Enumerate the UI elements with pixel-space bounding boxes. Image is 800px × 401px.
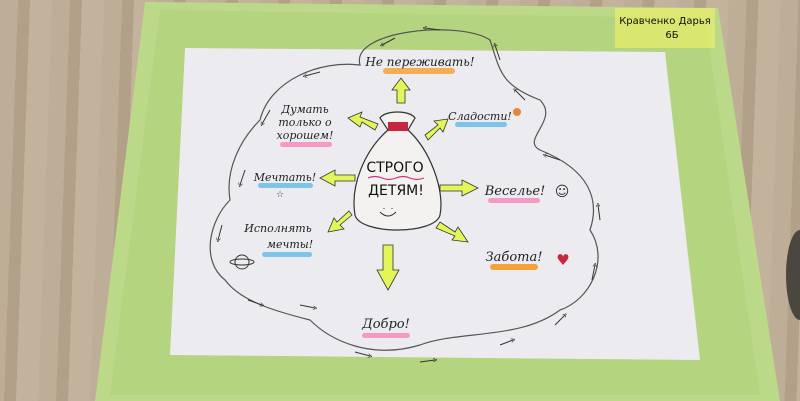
smiley-icon — [379, 208, 397, 217]
yellow-arrows — [319, 77, 479, 291]
svg-text:Сладости!: Сладости! — [448, 110, 512, 123]
author-class: 6Б — [665, 30, 678, 41]
item-vesele: Веселье! ☺ — [484, 184, 570, 203]
svg-text:мечты!: мечты! — [267, 238, 313, 251]
center-line2: ДЕТЯМ! — [368, 183, 424, 199]
svg-text:Забота!: Забота! — [486, 250, 543, 265]
item-sladosti: Сладости! — [448, 108, 521, 127]
svg-text:только о: только о — [278, 116, 332, 129]
smiley-face-icon: ☺ — [555, 184, 570, 200]
item-ispolnyat-mechty: Исполнять мечты! — [229, 222, 313, 270]
cloud-outline — [209, 29, 599, 351]
item-mechtat: Мечтать! ☆ — [253, 171, 316, 200]
item-ne-perezhivat: Не переживать! — [364, 55, 475, 74]
metal-object — [786, 230, 800, 320]
flow-arrows — [218, 28, 601, 363]
center-line1: СТРОГО — [366, 160, 423, 176]
bag-tie — [388, 122, 408, 131]
svg-text:хорошем!: хорошем! — [277, 129, 334, 142]
ice-cream-icon — [513, 108, 521, 116]
money-bag — [353, 111, 442, 231]
svg-text:Мечтать!: Мечтать! — [253, 171, 316, 184]
author-name: Кравченко Дарья — [619, 16, 711, 27]
svg-text:Добро!: Добро! — [361, 317, 410, 332]
svg-text:Не переживать!: Не переживать! — [364, 55, 474, 69]
author-tag-highlight — [615, 8, 715, 48]
item-zabota: Забота! ♥ — [486, 250, 570, 270]
heart-icon: ♥ — [556, 251, 569, 269]
star-icon: ☆ — [276, 190, 284, 200]
svg-text:Думать: Думать — [280, 103, 328, 116]
svg-text:Веселье!: Веселье! — [484, 184, 546, 199]
center-underline — [367, 175, 425, 181]
item-dumat-o-khoroshem: Думать только о хорошем! — [277, 103, 334, 147]
planet-icon — [234, 254, 250, 270]
svg-text:Исполнять: Исполнять — [243, 222, 311, 235]
item-dobro: Добро! — [361, 317, 410, 338]
